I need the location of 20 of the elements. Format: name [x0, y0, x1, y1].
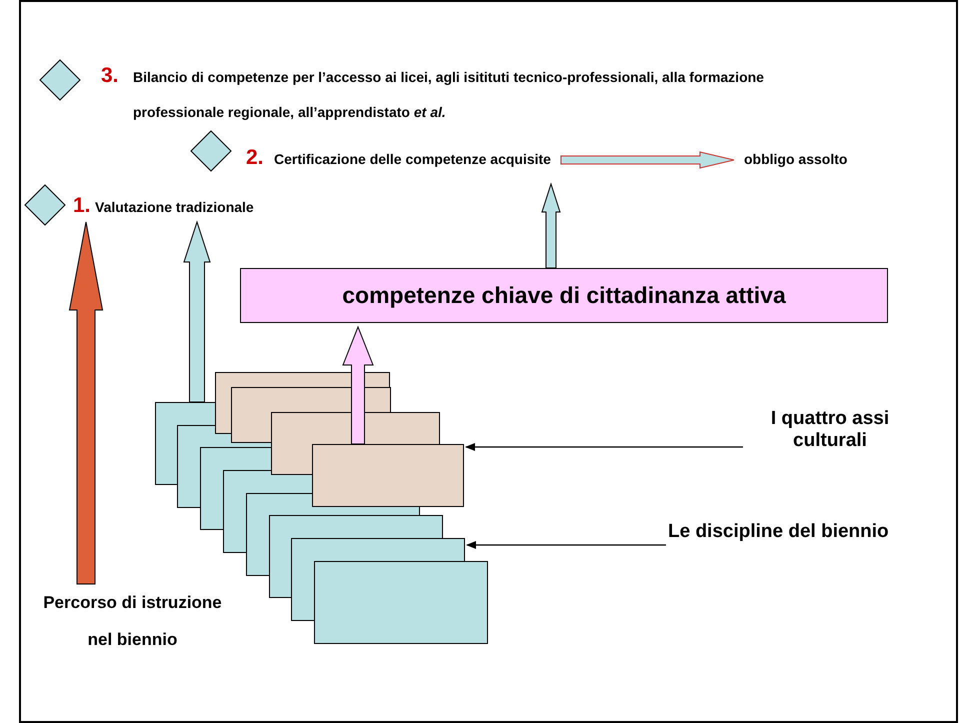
block-arrow [560, 151, 734, 169]
pointer-arrow [466, 541, 666, 549]
step-text: Valutazione tradizionale [95, 198, 254, 217]
block-arrow [68, 222, 104, 584]
competences-banner: competenze chiave di cittadinanza attiva [240, 268, 888, 323]
discipline-sheet [314, 561, 488, 644]
step-number: 1. [73, 194, 92, 218]
axis-sheet [312, 444, 464, 507]
outcome-label: obbligo assolto [744, 151, 848, 167]
step-number: 2. [246, 146, 265, 170]
pointer-arrow [465, 443, 743, 451]
block-arrow [183, 220, 211, 402]
step-text: Certificazione delle competenze acquisite [274, 150, 551, 169]
block-arrow [342, 326, 374, 444]
stack-label: I quattro assi culturali [770, 408, 890, 452]
step-text: Bilancio di competenze per l’accesso ai licei, agli isitituti tecnico-professionali, alla formazione professionale regionale, all’apprendistato et al. [133, 68, 765, 122]
block-arrow [541, 182, 561, 268]
stack-label: Le discipline del biennio [668, 521, 890, 543]
step-number: 3. [101, 64, 120, 88]
path-label: Percorso di istruzione nel biennio [42, 592, 223, 651]
